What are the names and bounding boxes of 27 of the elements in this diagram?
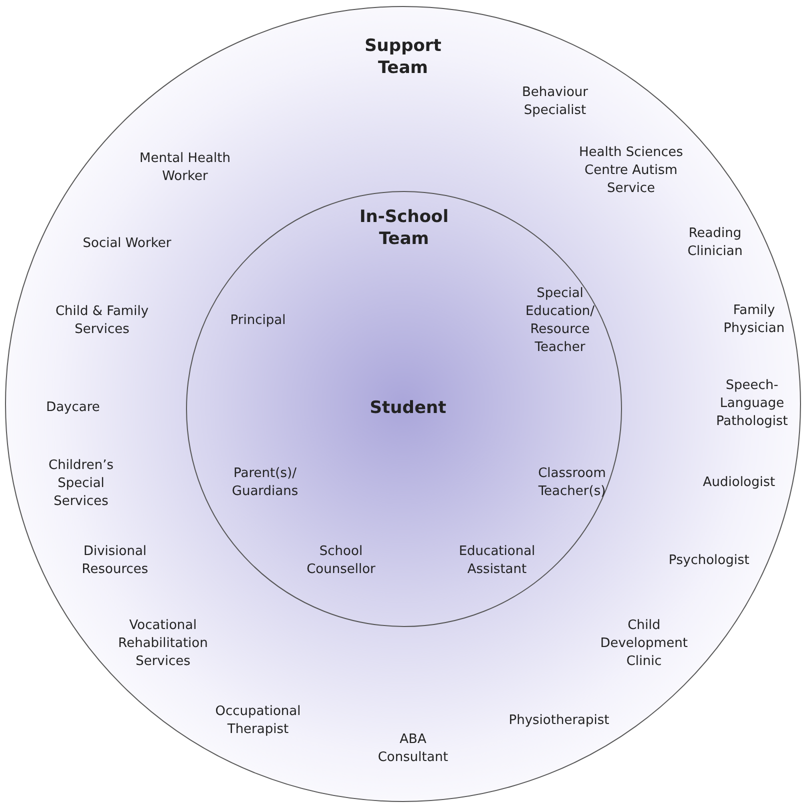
team-heading: In-School Team <box>358 206 450 250</box>
role-label: Reading Clinician <box>686 225 744 261</box>
role-label: School Counsellor <box>306 543 376 579</box>
role-label: Psychologist <box>668 552 750 570</box>
center-label: Student <box>368 397 448 419</box>
role-label: Behaviour Specialist <box>521 84 589 120</box>
role-label: Special Education/ Resource Teacher <box>524 285 596 357</box>
role-label: Social Worker <box>82 235 172 253</box>
role-label: Children’s Special Services <box>48 457 114 511</box>
role-label: Speech-Language Pathologist <box>715 377 789 431</box>
role-label: ABA Consultant <box>376 731 450 767</box>
role-label: Child Development Clinic <box>599 617 689 671</box>
role-label: Educational Assistant <box>458 543 536 579</box>
role-label: Classroom Teacher(s) <box>537 465 607 501</box>
role-label: Child & Family Services <box>54 303 150 339</box>
role-label: Physiotherapist <box>508 712 610 730</box>
role-label: Health Sciences Centre Autism Service <box>578 144 684 198</box>
role-label: Divisional Resources <box>80 543 150 579</box>
role-label: Parent(s)/ Guardians <box>230 465 300 501</box>
role-label: Family Physician <box>722 302 786 338</box>
role-label: Vocational Rehabilitation Services <box>117 617 209 671</box>
role-label: Mental Health Worker <box>138 150 232 186</box>
role-label: Audiologist <box>702 474 776 492</box>
role-label: Daycare <box>45 399 101 417</box>
team-heading: Support Team <box>364 35 442 79</box>
role-label: Principal <box>229 312 287 330</box>
role-label: Occupational Therapist <box>214 703 302 739</box>
